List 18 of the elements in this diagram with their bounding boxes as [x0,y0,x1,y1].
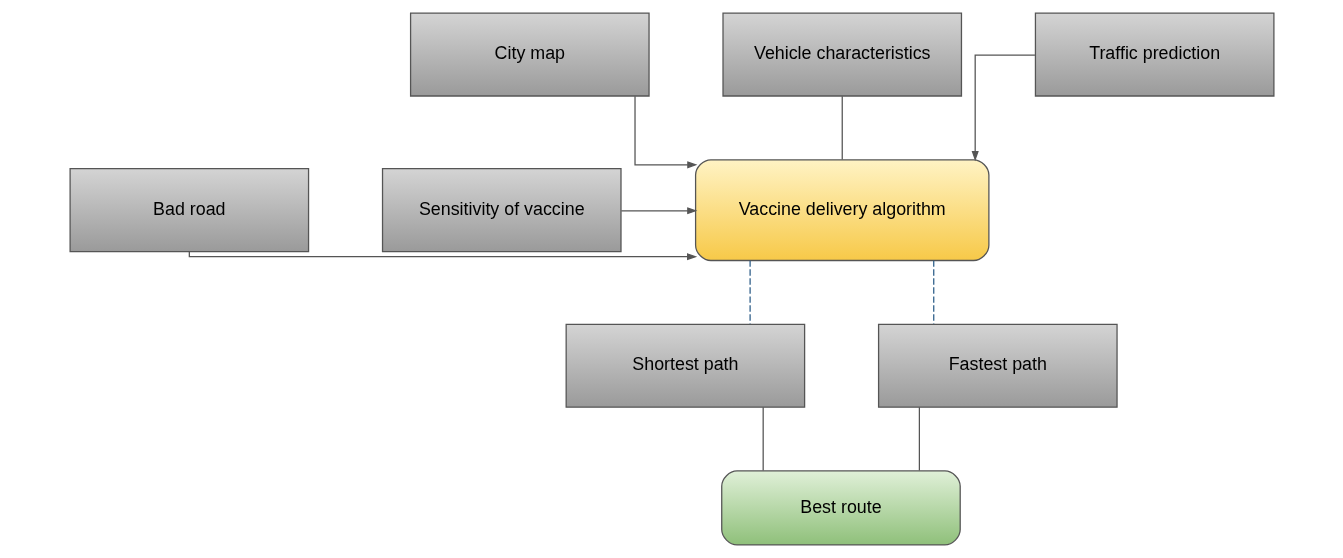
node-box: Fastest path [877,323,1118,408]
arrow [971,54,1036,162]
connector [932,260,934,325]
arrow [633,95,697,169]
node-box: City map [409,12,650,97]
node-box: Vehicle characteristics [721,12,962,97]
connector [841,95,843,161]
node-box: Traffic prediction [1034,12,1275,97]
node-box: Bad road [68,168,309,253]
node-box: Best route [720,470,961,546]
connector [918,406,920,472]
node-box: Shortest path [565,323,805,408]
arrow [188,251,697,261]
arrow [620,207,697,215]
connector [748,260,751,325]
connector [762,406,764,472]
node-box: Vaccine delivery algorithm [694,159,990,262]
node-box: Sensitivity of vaccine [381,168,622,253]
